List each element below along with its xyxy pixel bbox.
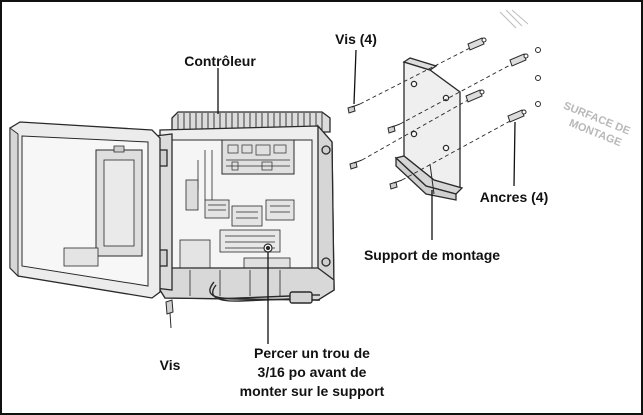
wall-hatch [499, 9, 529, 29]
anchor-4 [507, 101, 541, 123]
anchor-3 [465, 89, 485, 103]
leader-anchors [513, 121, 516, 187]
mounting-screws [347, 103, 403, 190]
label-screw: Vis [160, 357, 181, 373]
anchor-2 [509, 53, 541, 81]
screw-3 [349, 159, 363, 170]
label-controller: Contrôleur [184, 53, 256, 69]
screw-2 [387, 123, 401, 134]
power-cord [209, 281, 320, 304]
alignment-lines [359, 47, 513, 181]
controller-unit [154, 111, 335, 302]
label-bracket: Support de montage [364, 247, 500, 263]
wall-anchors [465, 37, 541, 123]
label-drill-3: monter sur le support [240, 383, 385, 399]
anchor-1 [467, 37, 541, 53]
label-anchors: Ancres (4) [480, 189, 548, 205]
loose-screw [165, 299, 174, 329]
controller-door [9, 121, 161, 299]
label-screws: Vis (4) [335, 31, 377, 47]
label-drill-2: 3/16 po avant de [258, 364, 367, 380]
leader-screws [353, 49, 357, 105]
leader-lines [217, 49, 516, 344]
label-drill-1: Percer un trou de [254, 345, 370, 361]
screw-1 [347, 103, 361, 114]
screw-4 [389, 179, 403, 190]
